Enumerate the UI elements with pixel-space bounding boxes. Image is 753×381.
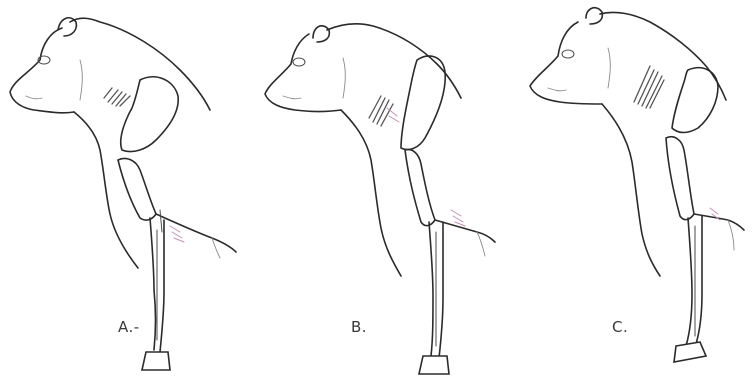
panel-a-chest xyxy=(156,214,236,252)
panel-b-label: B. xyxy=(351,318,367,336)
panel-b-hoof xyxy=(419,356,449,374)
panel-b-eye xyxy=(293,58,305,66)
panel-c-crest xyxy=(600,12,726,100)
panel-c-ear xyxy=(586,8,602,24)
panel-a-label: A.- xyxy=(118,318,140,336)
panel-a: A.- xyxy=(0,0,251,381)
panel-b-drawing xyxy=(251,0,502,381)
panel-c-label: C. xyxy=(612,318,628,336)
panel-c-cannon xyxy=(696,216,702,344)
panel-a-head-outline xyxy=(10,28,74,113)
panel-b: B. xyxy=(251,0,502,381)
panel-c-head-outline xyxy=(530,22,602,104)
panel-a-ear-right xyxy=(70,18,210,110)
panel-b-chest xyxy=(435,220,495,242)
panel-c-scapula xyxy=(672,68,718,133)
panel-b-cannon xyxy=(439,222,443,358)
panel-a-scapula xyxy=(121,77,178,152)
panel-a-humerus xyxy=(118,158,156,220)
panel-b-neck xyxy=(341,110,401,276)
panel-c-hoof xyxy=(674,342,706,362)
panel-a-hoof xyxy=(142,352,170,370)
panel-b-head-outline xyxy=(265,34,341,112)
panel-b-humerus xyxy=(405,150,435,226)
panel-b-ear xyxy=(313,26,329,42)
panel-b-forearm xyxy=(429,222,433,356)
panel-b-scapula xyxy=(401,56,445,150)
panel-c-hatching xyxy=(634,66,720,220)
panel-c-forearm xyxy=(686,218,692,346)
panel-a-forearm xyxy=(150,218,156,350)
panel-c-eye xyxy=(562,50,574,58)
panel-c-humerus xyxy=(666,137,694,220)
panel-c-neck xyxy=(602,104,660,276)
panel-a-hatching xyxy=(104,88,184,242)
panel-a-neck xyxy=(74,112,138,268)
panel-a-cannon xyxy=(160,220,164,352)
panel-c: C. xyxy=(502,0,753,381)
